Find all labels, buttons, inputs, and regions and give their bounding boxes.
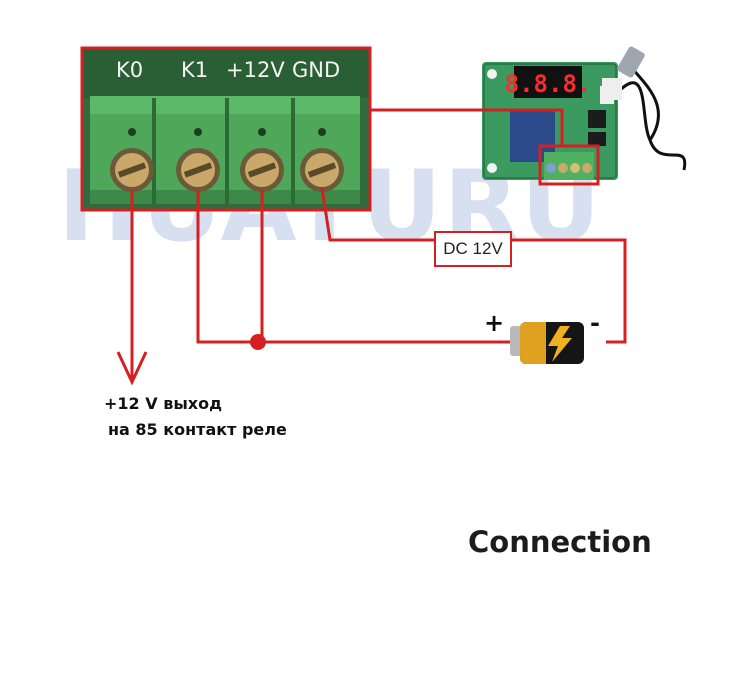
wire-k1-plus: [196, 190, 510, 344]
output-note-line2: на 85 контакт реле: [108, 420, 287, 439]
wire-module-link: [370, 108, 564, 146]
battery-icon: [510, 322, 584, 364]
terminal-screw-k1: [176, 148, 220, 192]
battery-minus-sign: -: [590, 309, 600, 337]
label-12v: +12V: [226, 58, 285, 82]
wires: [116, 108, 627, 386]
wire-gnd: [320, 187, 434, 242]
terminal-screw-12v: [240, 148, 284, 192]
terminal-screw-k0: [110, 148, 154, 192]
connection-title: Connection: [468, 525, 652, 559]
wire-dc-minus: [512, 238, 627, 344]
module-connector-highlight: [538, 144, 600, 186]
output-note-line1: +12 V выход: [104, 394, 223, 413]
junction-dot: [250, 334, 266, 350]
label-k1: K1: [181, 58, 209, 82]
temperature-probe: [602, 46, 687, 171]
output-arrow: [116, 351, 148, 386]
battery-plus-sign: +: [484, 309, 505, 337]
terminal-screw-gnd: [300, 148, 344, 192]
module-connector: [544, 152, 594, 180]
terminal-highlight-box: [80, 46, 372, 212]
label-k0: K0: [116, 58, 144, 82]
dc-12v-label: DC 12V: [434, 231, 512, 267]
module-display: 8.8.8.: [505, 70, 592, 98]
label-gnd: GND: [292, 58, 341, 82]
